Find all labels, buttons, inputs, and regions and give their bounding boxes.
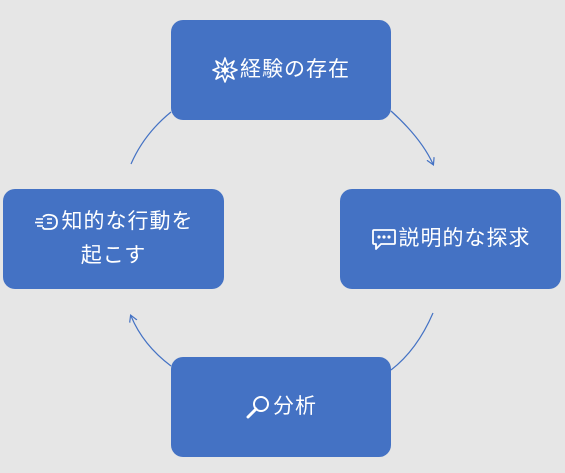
connector-bottom-to-left [131, 316, 172, 367]
node-label: 分析 [273, 394, 317, 419]
node-experience-existence: 経験の存在 [171, 20, 391, 120]
node-label-line: 知的な行動を [34, 205, 194, 239]
node-label-line1: 知的な行動を [61, 209, 194, 234]
node-label: 説明的な探求 [398, 226, 531, 251]
node-analysis: 分析 [171, 357, 391, 457]
explosion-icon [212, 57, 238, 83]
node-intelligent-action: 知的な行動を 起こす [3, 189, 224, 289]
connector-top-to-right [390, 110, 433, 164]
magnifier-icon [245, 394, 271, 420]
connector-left-to-top [130, 111, 172, 165]
speech-bubble-icon [371, 226, 397, 252]
node-label-block: 知的な行動を 起こす [26, 205, 202, 272]
node-explanatory-inquiry: 説明的な探求 [340, 189, 561, 289]
fast-fist-icon [34, 209, 60, 235]
node-label-line2: 起こす [80, 243, 147, 268]
node-label: 経験の存在 [240, 57, 350, 82]
connector-right-to-bottom [390, 312, 434, 371]
